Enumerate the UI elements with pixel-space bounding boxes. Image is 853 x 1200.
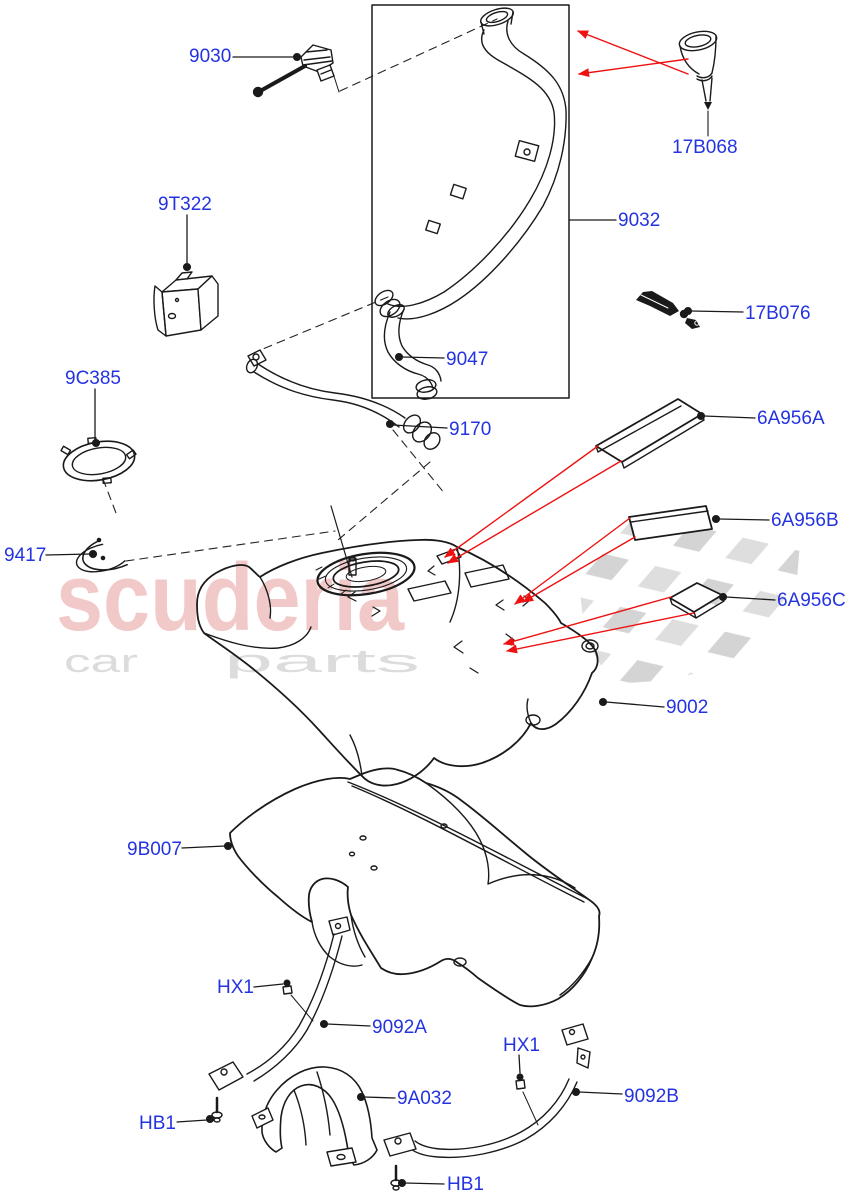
construction-lines xyxy=(102,18,498,562)
part-label-6a956c[interactable]: 6A956C xyxy=(777,590,846,611)
strap-right-drawing xyxy=(383,1023,591,1191)
part-label-hb1-right[interactable]: HB1 xyxy=(447,1174,484,1195)
part-label-hb1-left[interactable]: HB1 xyxy=(139,1113,176,1134)
strap-left-drawing xyxy=(208,916,351,1123)
filler-pipe-box xyxy=(371,4,570,399)
part-label-6a956a[interactable]: 6A956A xyxy=(757,408,825,429)
part-label-hx1-left[interactable]: HX1 xyxy=(217,977,254,998)
elbow-hose-drawing xyxy=(383,304,442,400)
part-label-9092a[interactable]: 9092A xyxy=(372,1017,427,1038)
part-label-9047[interactable]: 9047 xyxy=(446,349,489,370)
part-label-9t322[interactable]: 9T322 xyxy=(158,194,212,215)
part-label-9092b[interactable]: 9092B xyxy=(624,1086,679,1107)
watermark-subtitle-left: car xyxy=(64,643,139,679)
part-label-9417[interactable]: 9417 xyxy=(4,545,47,566)
part-label-17b068[interactable]: 17B068 xyxy=(672,137,738,158)
part-label-6a956b[interactable]: 6A956B xyxy=(771,510,839,531)
red-pointer-arrows xyxy=(444,30,695,654)
fuel-tank-drawing xyxy=(196,505,599,787)
watermark-subtitle-right: parts xyxy=(224,643,420,679)
part-label-9a032[interactable]: 9A032 xyxy=(397,1088,452,1109)
part-label-9b007[interactable]: 9B007 xyxy=(127,839,182,860)
part-label-9002[interactable]: 9002 xyxy=(666,697,709,718)
part-label-17b076[interactable]: 17B076 xyxy=(745,303,811,324)
shield-drawing xyxy=(229,767,601,1008)
snap-ring-drawing xyxy=(75,537,128,573)
vent-pipe-drawing xyxy=(245,349,441,450)
bracket-drawing-9t322 xyxy=(153,271,219,337)
watermark: scuderia car parts xyxy=(56,509,800,684)
leader-lines xyxy=(45,52,776,1188)
part-label-9032[interactable]: 9032 xyxy=(618,210,661,231)
part-label-9c385[interactable]: 9C385 xyxy=(65,368,121,389)
part-label-9030[interactable]: 9030 xyxy=(189,46,232,67)
fuel-cap-drawing xyxy=(252,44,340,98)
part-label-9170[interactable]: 9170 xyxy=(449,419,492,440)
part-label-hx1-right[interactable]: HX1 xyxy=(503,1035,540,1056)
funnel-drawing xyxy=(678,30,718,137)
heat-shield-small-drawing xyxy=(251,1066,378,1167)
